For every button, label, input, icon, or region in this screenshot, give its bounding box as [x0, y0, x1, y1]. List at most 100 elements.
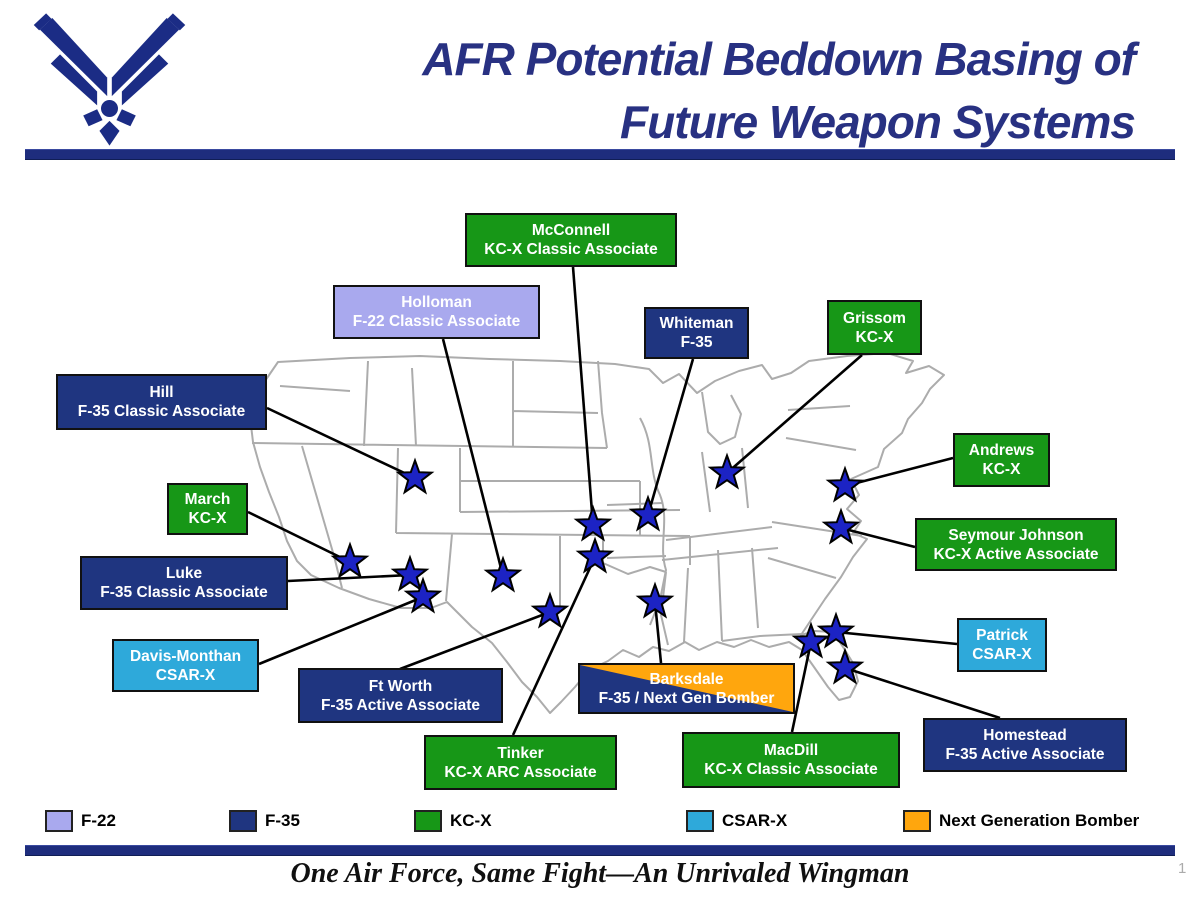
legend-label: F-35 — [265, 811, 300, 830]
star-hill — [395, 457, 435, 495]
logo-right-wing — [111, 18, 180, 97]
base-program: KC-X Classic Associate — [484, 241, 658, 258]
legend-item-csar-x: CSAR-X — [686, 810, 787, 832]
base-name: Homestead — [983, 727, 1067, 744]
connector-davis-monthan — [258, 595, 424, 666]
connector-barksdale — [653, 601, 663, 664]
star-seymour-johnson — [821, 507, 861, 545]
map-state-outlines — [249, 352, 945, 714]
base-name: Luke — [165, 565, 203, 582]
state-borders-east — [639, 391, 863, 643]
footer-rule — [25, 845, 1175, 856]
legend-swatch — [414, 810, 442, 832]
legend-label: KC-X — [450, 811, 492, 830]
base-program: KC-X — [188, 510, 227, 527]
base-name: Holloman — [401, 294, 472, 311]
slide-title: AFR Potential Beddown Basing of Future W… — [200, 28, 1136, 155]
star-mcconnell — [573, 504, 613, 542]
base-name: Seymour Johnson — [948, 526, 1084, 544]
connector-march — [247, 510, 351, 564]
connector-mcconnell — [571, 266, 595, 526]
legend-swatch — [45, 810, 73, 832]
base-name: March — [184, 491, 231, 508]
star-holloman — [483, 555, 523, 593]
star-grissom — [707, 452, 747, 490]
base-name: Hill — [149, 384, 174, 401]
connector-seymour-johnson — [840, 526, 916, 549]
star-tinker — [575, 536, 615, 574]
base-name: McConnell — [531, 222, 611, 239]
base-program: F-35 / Next Gen Bomber — [598, 689, 775, 707]
base-name: Grissom — [843, 309, 906, 327]
legend-label: F-22 — [81, 811, 116, 830]
title-underline — [25, 149, 1175, 160]
connector-hill — [266, 406, 416, 480]
star-macdill — [791, 621, 831, 659]
base-name: MacDill — [763, 742, 819, 759]
star-davis-monthan — [403, 576, 443, 614]
legend-item-f-35: F-35 — [229, 810, 300, 832]
connector-homestead — [844, 666, 1001, 720]
legend-swatch — [903, 810, 931, 832]
page-number: 1 — [1178, 860, 1187, 877]
base-name: Tinker — [497, 744, 544, 762]
connector-macdill — [790, 641, 813, 733]
base-program: F-35 Classic Associate — [77, 403, 246, 420]
usaf-logo — [33, 13, 186, 146]
star-barksdale — [635, 581, 675, 619]
us-outline — [249, 352, 945, 714]
connector-holloman — [441, 338, 505, 577]
base-name: Patrick — [976, 627, 1028, 644]
logo-star-left — [83, 109, 103, 127]
connector-andrews — [844, 456, 954, 488]
base-program: F-22 Classic Associate — [352, 313, 521, 330]
base-name: Andrews — [968, 442, 1035, 459]
base-program: KC-X Active Associate — [933, 545, 1099, 563]
base-program: KC-X Classic Associate — [704, 761, 878, 778]
legend-swatch — [686, 810, 714, 832]
logo-star-bottom — [99, 120, 120, 146]
connector-ft-worth — [399, 610, 551, 671]
base-name: Davis-Monthan — [129, 647, 242, 665]
connector-luke — [287, 573, 411, 583]
base-program: KC-X — [855, 328, 894, 346]
legend-item-next-generation-bomber: Next Generation Bomber — [903, 810, 1139, 832]
star-whiteman — [628, 494, 668, 532]
logo-star-circle — [100, 99, 119, 117]
star-homestead — [825, 647, 865, 685]
state-borders-west — [251, 360, 691, 608]
logo-left-wing — [39, 18, 108, 97]
footer-motto: One Air Force, Same Fight—An Unrivaled W… — [290, 858, 910, 889]
connector-patrick — [835, 630, 958, 646]
legend-label: Next Generation Bomber — [939, 811, 1140, 830]
logo-right-inner-wing — [121, 54, 169, 106]
legend-label: CSAR-X — [722, 811, 788, 830]
base-program: F-35 Classic Associate — [100, 584, 268, 601]
star-march — [330, 541, 370, 579]
base-program: F-35 Active Associate — [320, 696, 481, 714]
connector-grissom — [726, 354, 863, 474]
star-luke — [390, 554, 430, 592]
legend-swatch — [229, 810, 257, 832]
state-borders-plains — [459, 360, 691, 646]
base-name: Barksdale — [649, 670, 724, 688]
legend-item-f-22: F-22 — [45, 810, 116, 832]
star-patrick — [816, 611, 856, 649]
connector-whiteman — [646, 358, 695, 516]
